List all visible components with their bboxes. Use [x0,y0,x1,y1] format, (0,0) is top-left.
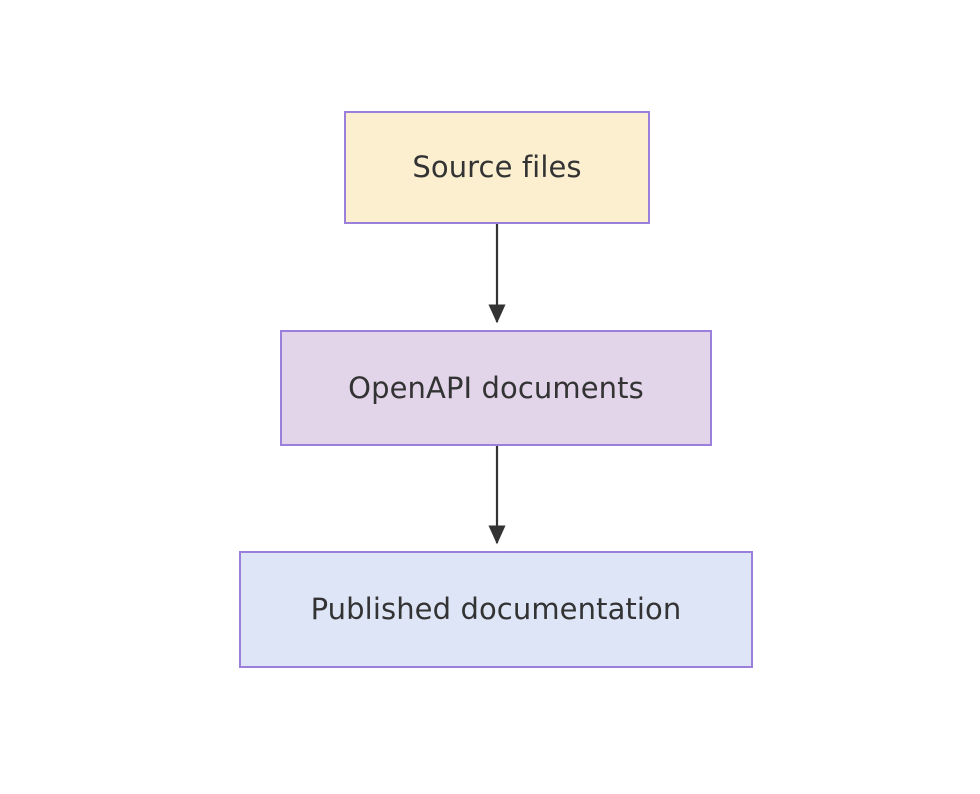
node-source-files[interactable]: Source files [344,111,650,224]
node-source-files-label: Source files [412,150,582,185]
node-openapi-documents[interactable]: OpenAPI documents [280,330,712,446]
node-published-documentation-label: Published documentation [310,592,682,627]
node-openapi-documents-label: OpenAPI documents [348,370,644,405]
node-published-documentation[interactable]: Published documentation [239,551,753,668]
